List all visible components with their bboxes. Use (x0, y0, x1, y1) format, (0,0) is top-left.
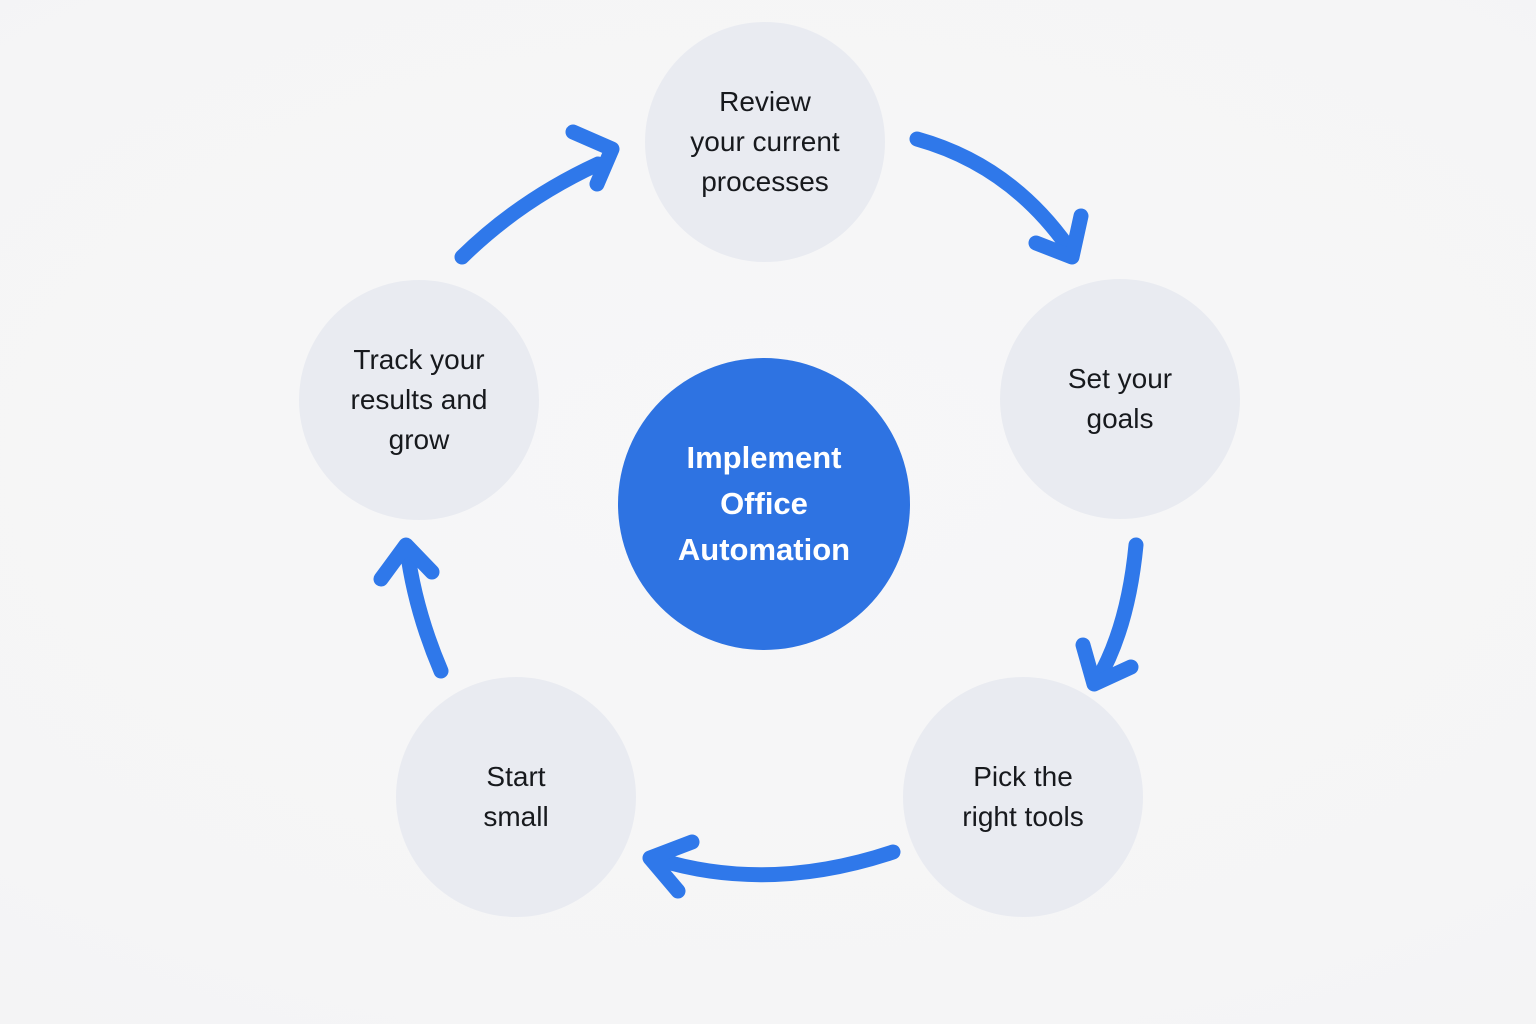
center-node-label: Implement Office Automation (677, 440, 851, 567)
node-start-small: Start small (396, 677, 636, 917)
arrow-small-to-track-icon (373, 537, 449, 679)
node-review-processes-label: Review your current processes (690, 86, 840, 197)
arrow-review-to-goals-icon (909, 131, 1089, 265)
node-set-goals: Set your goals (1000, 279, 1240, 519)
arrow-tools-to-small-icon (642, 834, 901, 899)
center-node: Implement Office Automation (618, 358, 910, 650)
node-set-goals-label: Set your goals (1067, 363, 1173, 434)
node-pick-tools-label: Pick the right tools (962, 761, 1084, 832)
node-pick-tools: Pick the right tools (903, 677, 1143, 917)
node-review-processes: Review your current processes (645, 22, 885, 262)
node-track-results-label: Track your results and grow (350, 344, 488, 455)
node-start-small-label: Start small (483, 761, 549, 832)
arrow-track-to-review-icon (454, 124, 620, 265)
arrow-goals-to-tools-icon (1075, 537, 1144, 692)
node-track-results: Track your results and grow (299, 280, 539, 520)
